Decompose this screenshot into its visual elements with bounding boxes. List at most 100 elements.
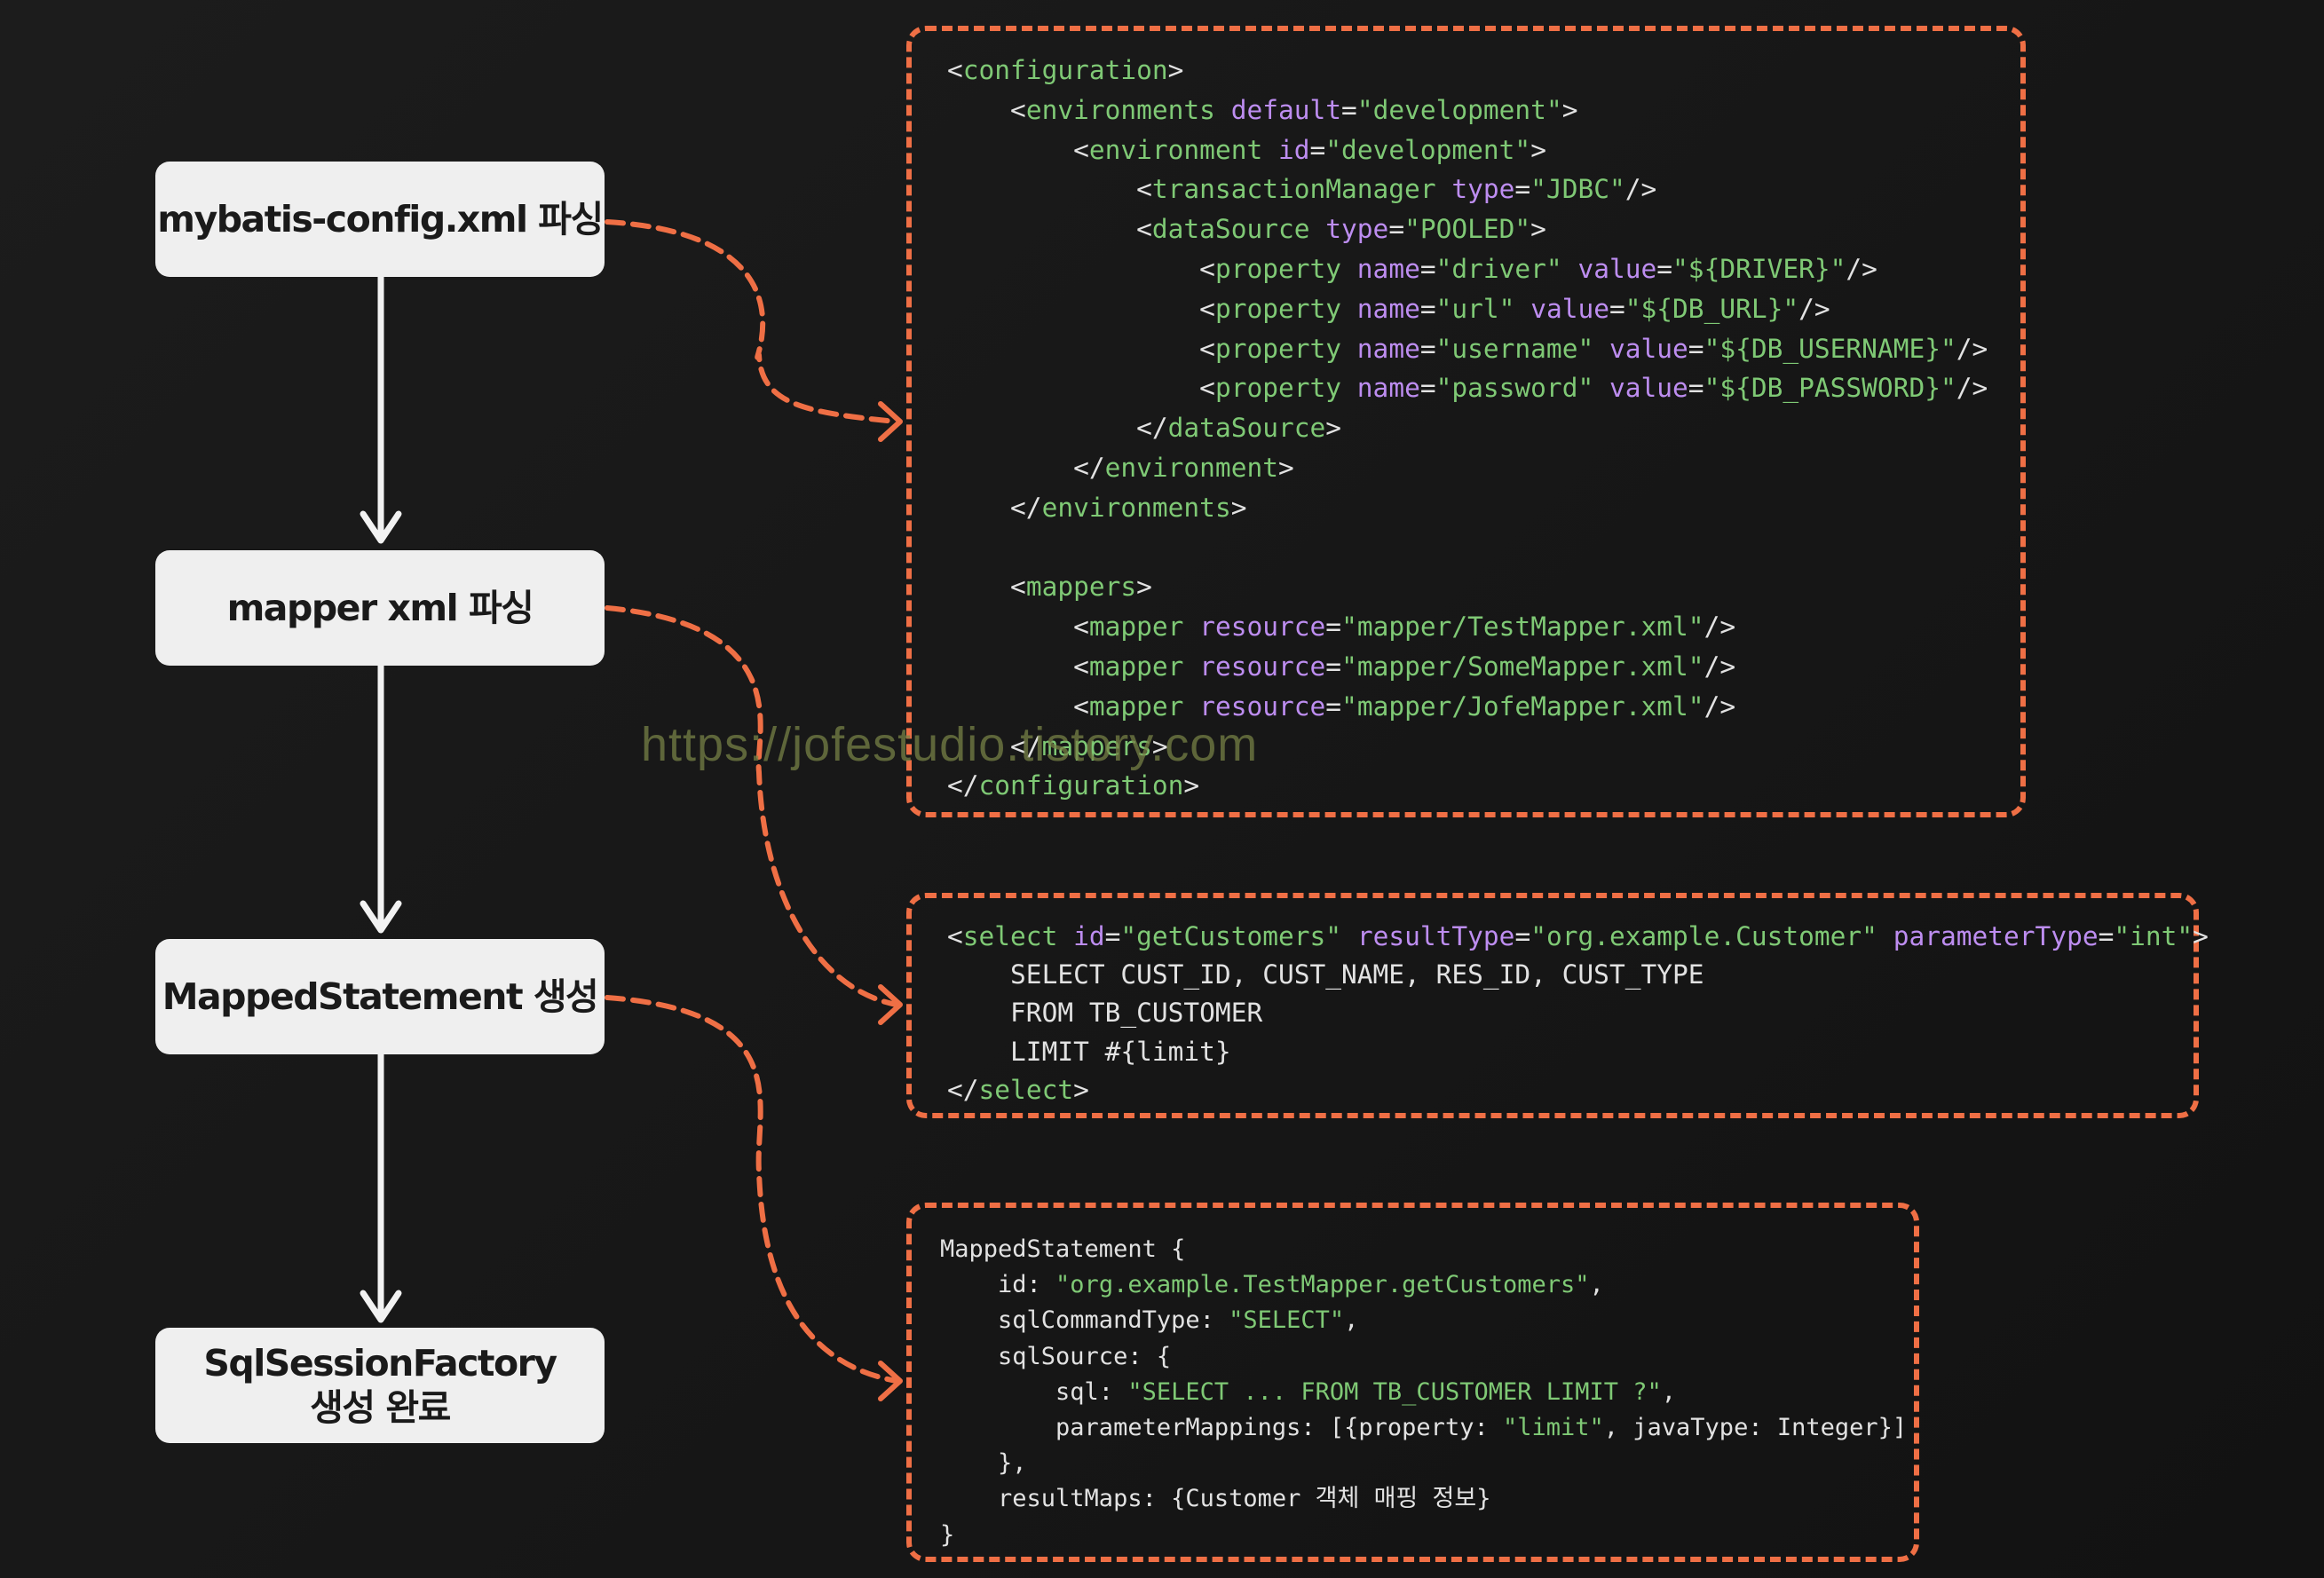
code-token: mapper bbox=[1088, 690, 1184, 722]
code-token: /> bbox=[1798, 293, 1830, 324]
code-token bbox=[1562, 254, 1578, 284]
mapper-select-line: SELECT CUST_ID, CUST_NAME, RES_ID, CUST_… bbox=[947, 956, 2194, 994]
code-token: </ bbox=[947, 413, 1168, 444]
code-token: "password" bbox=[1435, 373, 1594, 404]
code-token: "int" bbox=[2114, 921, 2194, 951]
config-xml-line: </environment> bbox=[947, 448, 2020, 488]
code-token: resultMaps: {Customer 객체 매핑 정보} bbox=[940, 1485, 1491, 1513]
mapped-statement-code-block: MappedStatement { id: "org.example.TestM… bbox=[906, 1203, 1919, 1562]
code-token: </ bbox=[947, 770, 979, 801]
code-token: < bbox=[947, 174, 1152, 205]
code-token: </ bbox=[947, 492, 1042, 523]
code-token: "development" bbox=[1356, 94, 1562, 125]
code-token: "driver" bbox=[1435, 253, 1562, 284]
code-token: default bbox=[1230, 94, 1342, 125]
connector-statement-arrowhead bbox=[878, 1361, 903, 1401]
code-token: }, bbox=[940, 1449, 1027, 1478]
mapped-statement-line: parameterMappings: [{property: "limit", … bbox=[940, 1410, 1914, 1446]
code-token: /> bbox=[1703, 690, 1736, 722]
code-token bbox=[1341, 921, 1357, 951]
code-token: = bbox=[1419, 293, 1436, 324]
code-token: sqlCommandType: bbox=[940, 1306, 1229, 1335]
config-xml-line: <environments default="development"> bbox=[947, 91, 2020, 130]
code-token: = bbox=[1419, 373, 1436, 404]
code-token: "mapper/TestMapper.xml" bbox=[1341, 611, 1704, 643]
code-token: resource bbox=[1199, 611, 1326, 643]
code-token: "SELECT ... FROM TB_CUSTOMER LIMIT ?" bbox=[1127, 1377, 1662, 1406]
code-token: = bbox=[1325, 690, 1342, 722]
code-token: resource bbox=[1199, 651, 1326, 682]
code-token: name bbox=[1356, 253, 1420, 284]
code-token: FROM TB_CUSTOMER bbox=[947, 998, 1263, 1029]
code-token: "limit" bbox=[1502, 1414, 1604, 1442]
mapped-statement-line: sqlSource: { bbox=[940, 1339, 1914, 1375]
code-token: id bbox=[1278, 134, 1310, 165]
code-token: transactionManager bbox=[1151, 174, 1436, 205]
code-token: > bbox=[1151, 730, 1168, 761]
code-token: name bbox=[1356, 333, 1420, 364]
code-token bbox=[1215, 95, 1231, 125]
config-xml-line: </mappers> bbox=[947, 727, 2020, 767]
code-token: = bbox=[1419, 253, 1436, 284]
config-xml-code-block: <configuration> <environments default="d… bbox=[906, 26, 2026, 817]
watermark-url: https://jofestudio.tistory.com bbox=[641, 718, 1259, 771]
code-token: "mapper/SomeMapper.xml" bbox=[1341, 651, 1704, 682]
code-token: sql: bbox=[940, 1377, 1128, 1406]
code-token: id: bbox=[940, 1271, 1056, 1299]
code-token: /> bbox=[1846, 253, 1877, 284]
connector-mapper-to-select bbox=[605, 605, 899, 1007]
code-token: property bbox=[1214, 373, 1342, 404]
code-token: mappers bbox=[1025, 572, 1137, 603]
code-token bbox=[1341, 373, 1357, 403]
code-token: = bbox=[1325, 651, 1342, 682]
code-token: value bbox=[1530, 293, 1609, 324]
code-token: < bbox=[947, 94, 1026, 125]
mapper-select-line: FROM TB_CUSTOMER bbox=[947, 994, 2194, 1032]
mapper-select-line: <select id="getCustomers" resultType="or… bbox=[947, 918, 2209, 956]
code-token: "url" bbox=[1435, 293, 1515, 324]
code-token: > bbox=[1530, 134, 1546, 165]
code-token: = bbox=[1341, 94, 1357, 125]
code-token: "development" bbox=[1325, 134, 1531, 165]
flow-arrow-1-head bbox=[360, 510, 402, 544]
step-sqlsessionfactory-complete: SqlSessionFactory 생성 완료 bbox=[155, 1328, 605, 1443]
code-token: "${DB_USERNAME}" bbox=[1703, 333, 1956, 364]
config-xml-line: <mappers> bbox=[947, 567, 2020, 607]
step-sqlsessionfactory-label: SqlSessionFactory 생성 완료 bbox=[203, 1341, 557, 1430]
code-token: LIMIT #{limit} bbox=[947, 1036, 1231, 1067]
code-token: "JDBC" bbox=[1530, 174, 1625, 205]
code-token: "getCustomers" bbox=[1120, 921, 1342, 951]
code-token bbox=[1593, 334, 1609, 364]
code-token bbox=[1341, 254, 1357, 284]
step-create-mapped-statement-label: MappedStatement 생성 bbox=[162, 974, 599, 1018]
code-token: = bbox=[1514, 921, 1531, 951]
code-token: dataSource bbox=[1151, 214, 1310, 245]
code-token: environment bbox=[1088, 134, 1263, 165]
code-token: = bbox=[1688, 333, 1704, 364]
config-xml-line: <configuration> bbox=[947, 51, 2020, 91]
mapped-statement-line: MappedStatement { bbox=[940, 1232, 1914, 1267]
code-token: } bbox=[940, 1520, 955, 1549]
code-token: > bbox=[1277, 452, 1294, 483]
code-token: "${DRIVER}" bbox=[1672, 253, 1846, 284]
code-token: "SELECT" bbox=[1229, 1306, 1345, 1335]
code-token: value bbox=[1609, 373, 1688, 404]
flow-arrow-3-head bbox=[360, 1290, 402, 1323]
config-xml-line: </dataSource> bbox=[947, 408, 2020, 448]
dashed-connectors bbox=[605, 219, 903, 1401]
code-token: < bbox=[947, 214, 1152, 245]
code-token: "org.example.Customer" bbox=[1530, 921, 1877, 951]
step-parse-config-label: mybatis-config.xml 파싱 bbox=[157, 197, 604, 241]
code-token: < bbox=[947, 611, 1089, 643]
connector-config-arrowhead bbox=[878, 401, 903, 442]
code-token: = bbox=[1656, 253, 1673, 284]
code-token: "username" bbox=[1435, 333, 1594, 364]
code-token: < bbox=[947, 333, 1215, 364]
config-xml-line: <mapper resource="mapper/JofeMapper.xml"… bbox=[947, 687, 2020, 727]
step-sqlsessionfactory-line-1: SqlSessionFactory bbox=[203, 1341, 557, 1385]
config-xml-line: <property name="username" value="${DB_US… bbox=[947, 329, 2020, 369]
code-token: = bbox=[1514, 174, 1531, 205]
code-token: type bbox=[1451, 174, 1515, 205]
code-token: < bbox=[947, 134, 1089, 165]
code-token: /> bbox=[1703, 651, 1736, 682]
